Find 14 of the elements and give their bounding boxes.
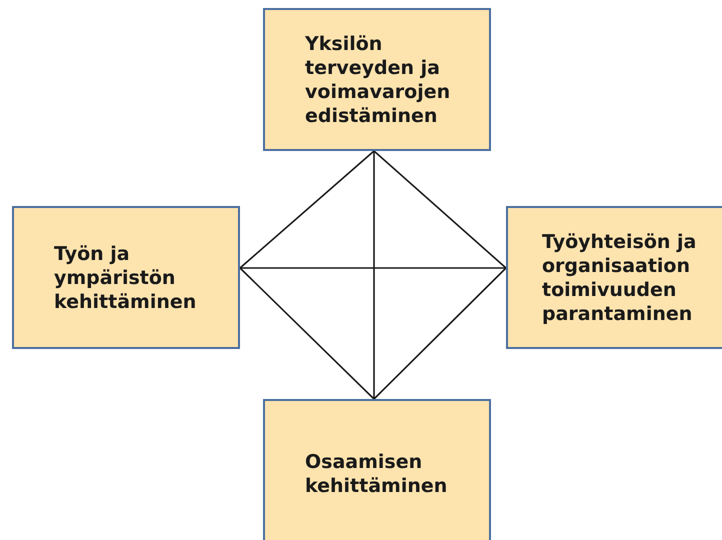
topic-box <box>506 206 722 349</box>
connector-line <box>373 150 507 269</box>
box-label: Työn ja ympäristön kehittäminen <box>54 242 198 314</box>
connector-line <box>239 267 375 400</box>
topic-box <box>12 206 240 349</box>
box-label: Työyhteisön ja organisaation toimivuuden parantaminen <box>542 230 698 326</box>
topic-box <box>263 8 491 151</box>
box-label: Yksilön terveyden ja voimavarojen edistäminen <box>305 32 452 128</box>
box-label: Osaamisen kehittäminen <box>305 450 448 498</box>
connector-line <box>239 150 375 269</box>
topic-box <box>263 399 491 540</box>
connector-line <box>373 151 375 399</box>
connector-line <box>373 267 507 400</box>
connector-line <box>240 267 506 269</box>
